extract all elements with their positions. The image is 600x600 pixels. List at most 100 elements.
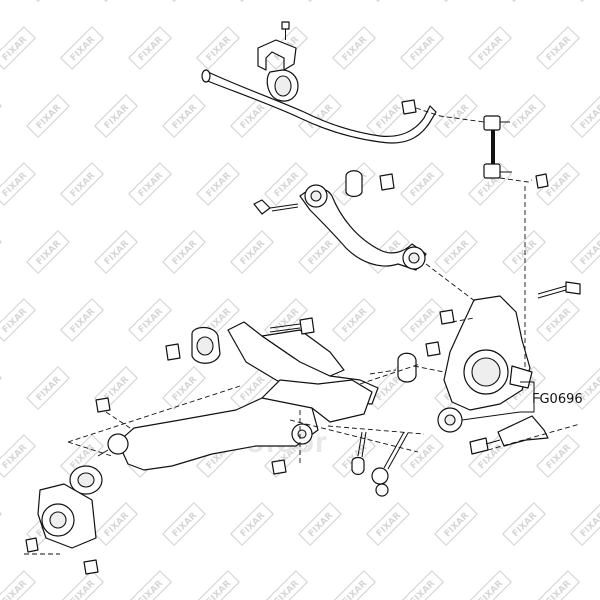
watermark-tile: FIXAR [127, 569, 173, 600]
nut [439, 309, 455, 325]
watermark-tile: FIXAR [399, 433, 445, 479]
watermark-tile: FIXAR [127, 161, 173, 207]
knuckle-bushing [397, 352, 417, 383]
watermark-tile: FIXAR [535, 569, 581, 600]
watermark-tile: FIXAR [331, 25, 377, 71]
watermark-tile: FIXAR [161, 501, 207, 547]
trailing-arm-bolt [269, 317, 315, 335]
watermark-tile: FIXAR [433, 229, 479, 275]
watermark-tile: FIXAR [25, 93, 71, 139]
watermark-tile: FIXAR [93, 0, 139, 3]
watermark-tile: FIXAR [0, 297, 37, 343]
link-nut-top [401, 99, 417, 115]
watermark-tile: FIXAR [59, 161, 105, 207]
watermark-tile: FIXAR [195, 569, 241, 600]
knuckle-nut [425, 341, 441, 357]
watermark-tile: FIXAR [501, 93, 547, 139]
watermark-tile: FIXAR [93, 501, 139, 547]
bushing [345, 170, 363, 198]
watermark-tile: FIXAR [535, 25, 581, 71]
watermark-tile: FIXAR [25, 365, 71, 411]
link-nut-bottom [535, 173, 549, 189]
watermark-tile: FIXAR [569, 501, 600, 547]
watermark-tile: FIXAR [297, 229, 343, 275]
stabilizer-bushing-bracket [257, 39, 299, 102]
watermark-tile: FIXAR [569, 0, 600, 3]
mount-bolt [25, 537, 99, 575]
watermark-tile: FIXAR [0, 229, 3, 275]
upper-control-arm [299, 184, 427, 271]
watermark-tile: FIXAR [161, 365, 207, 411]
watermark-tile: FIXAR [365, 0, 411, 3]
watermark-tile: FIXAR [467, 569, 513, 600]
nut [271, 459, 287, 475]
watermark-tile: FIXAR [365, 93, 411, 139]
watermark-tile: FIXAR [127, 25, 173, 71]
watermark-tile: FIXAR [263, 569, 309, 600]
watermark-tile: FIXAR [297, 0, 343, 3]
watermark-tile: FIXAR [331, 297, 377, 343]
watermark-tile: FIXAR [0, 161, 37, 207]
watermark-tile: FIXAR [0, 93, 3, 139]
watermark-tile: FIXAR [0, 25, 37, 71]
watermark-tile: FIXAR [0, 501, 3, 547]
watermark-tile: FIXAR [399, 297, 445, 343]
watermark-tile: FIXAR [535, 297, 581, 343]
watermark-tile: FIXAR [569, 229, 600, 275]
watermark-tile: FIXAR [297, 501, 343, 547]
watermark-tile: FIXAR [229, 0, 275, 3]
watermark-tile: FIXAR [467, 25, 513, 71]
watermark-tile: FIXAR [501, 0, 547, 3]
stabilizer-link [483, 115, 512, 179]
lower-mount-bushing [37, 483, 97, 549]
watermark-tile: FIXAR [331, 569, 377, 600]
nut [379, 173, 395, 191]
watermark-tile: FIXAR [0, 569, 37, 600]
watermark-tile: FIXAR [93, 229, 139, 275]
watermark-tile: FIXAR [399, 569, 445, 600]
upper-arm-bolt [253, 199, 299, 215]
bracket-bolt [281, 21, 290, 40]
watermark-tile: FIXAR [93, 93, 139, 139]
watermark-tile: FIXAR [195, 25, 241, 71]
watermark-tile: FIXAR [263, 161, 309, 207]
watermark-tile: FIXAR [535, 433, 581, 479]
adjusting-bolt [351, 431, 367, 476]
part-callout: FG0696 [461, 381, 583, 421]
watermark-tile: FIXAR [195, 161, 241, 207]
nut [165, 343, 181, 361]
watermark-tile: FIXAR [59, 569, 105, 600]
lower-control-arm [117, 379, 373, 471]
watermark-tile: FIXAR [59, 297, 105, 343]
leader-lines [24, 107, 581, 555]
stabilizer-bar [201, 69, 437, 144]
knuckle-bolt [537, 281, 581, 299]
watermark-tile: FIXAR [399, 161, 445, 207]
watermark-tile: FIXAR [25, 229, 71, 275]
watermark-tile: FIXAR [0, 433, 37, 479]
watermark-tile: FIXAR [501, 229, 547, 275]
watermark-tile: FIXAR [569, 93, 600, 139]
adjusting-bolt [371, 431, 409, 497]
part-number-label: FG0696 [532, 392, 583, 407]
watermark-tile: FIXAR [229, 501, 275, 547]
watermark-tile: FIXAR [161, 0, 207, 3]
watermark-tile: FIXAR [0, 0, 3, 3]
nut [95, 397, 111, 413]
lower-arm-bushing [69, 465, 103, 495]
watermark-tile: FIXAR [433, 501, 479, 547]
watermark-tile: FIXAR [433, 0, 479, 3]
trailing-arm-bushing [191, 326, 221, 364]
watermark-tile: FIXAR [59, 25, 105, 71]
watermark-tile: FIXAR [0, 365, 3, 411]
watermark-tile: FIXAR [399, 25, 445, 71]
watermark-tile: FIXAR [161, 229, 207, 275]
watermark-tile: FIXAR [25, 0, 71, 3]
watermark-tile: FIXAR [229, 229, 275, 275]
watermark-tile: FIXAR [161, 93, 207, 139]
watermark-tile: FIXAR [127, 297, 173, 343]
watermark-tile: FIXAR [501, 501, 547, 547]
watermark-tile: FIXAR [365, 501, 411, 547]
